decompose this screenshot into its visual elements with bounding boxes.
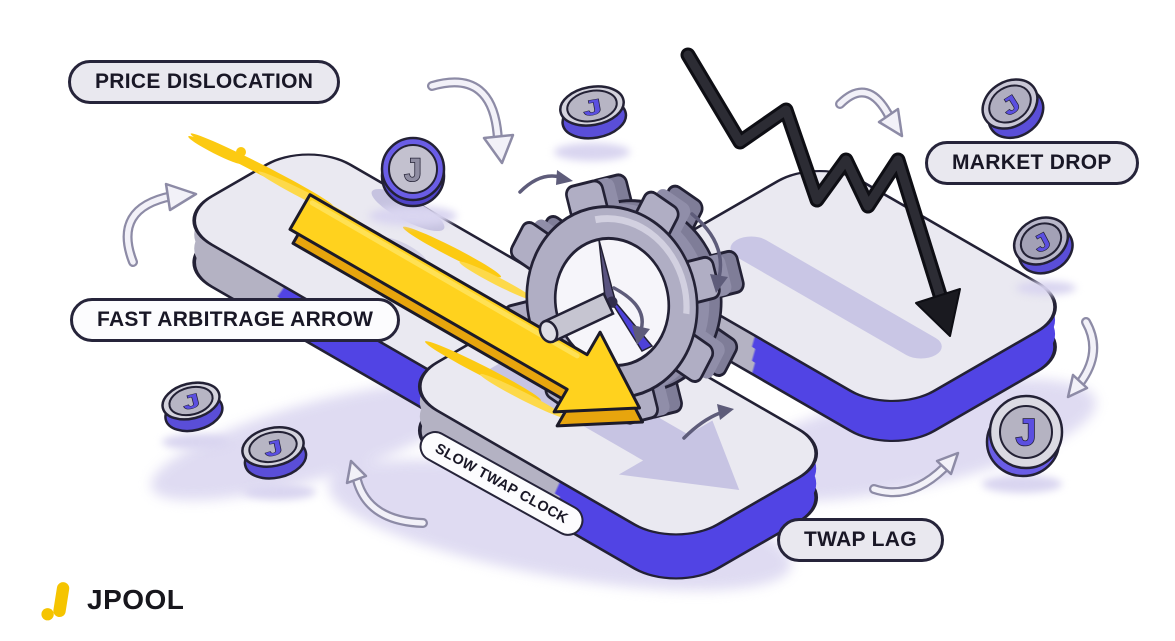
twap-lag-label: TWAP LAG bbox=[777, 518, 944, 562]
cycle-arrow-icon bbox=[869, 451, 960, 498]
jpool-coin-icon: J bbox=[380, 136, 446, 208]
cycle-arrow-icon bbox=[427, 77, 515, 165]
fast-arbitrage-arrow-icon bbox=[288, 193, 644, 428]
market-drop-arrow-icon bbox=[680, 47, 961, 337]
jpool-coin-icon: J bbox=[161, 381, 224, 433]
svg-text:J: J bbox=[581, 94, 604, 121]
jpool-coin-icon: J bbox=[985, 394, 1064, 478]
platform-right bbox=[630, 155, 1082, 457]
clock-pin bbox=[538, 292, 615, 344]
cycle-arrow-icon bbox=[1066, 317, 1099, 399]
cycle-arrow-icon bbox=[122, 182, 198, 267]
coin-shadows bbox=[162, 143, 1076, 500]
jpool-logo: JPOOL bbox=[40, 578, 184, 622]
svg-text:J: J bbox=[1015, 412, 1036, 454]
rotation-arrow-heads bbox=[556, 170, 734, 420]
cycle-arrow-icon bbox=[345, 459, 428, 528]
fast-arbitrage-arrow-label: FAST ARBITRAGE ARROW bbox=[70, 298, 401, 342]
surface-groove bbox=[730, 236, 942, 359]
jpool-coin-icon: J bbox=[981, 78, 1045, 140]
price-dislocation-label: PRICE DISLOCATION bbox=[68, 60, 341, 104]
jpool-logo-text: JPOOL bbox=[87, 584, 185, 615]
svg-text:J: J bbox=[262, 435, 285, 461]
svg-text:J: J bbox=[404, 152, 422, 188]
jpool-coin-icon: J bbox=[1012, 216, 1074, 275]
jpool-coin-icon: J bbox=[241, 426, 308, 480]
jpool-logo-icon bbox=[41, 582, 70, 621]
market-drop-label: MARKET DROP bbox=[925, 141, 1139, 185]
cycle-arrow-icon bbox=[835, 87, 904, 138]
svg-text:J: J bbox=[180, 390, 202, 414]
jpool-coin-icon: J bbox=[559, 85, 628, 140]
